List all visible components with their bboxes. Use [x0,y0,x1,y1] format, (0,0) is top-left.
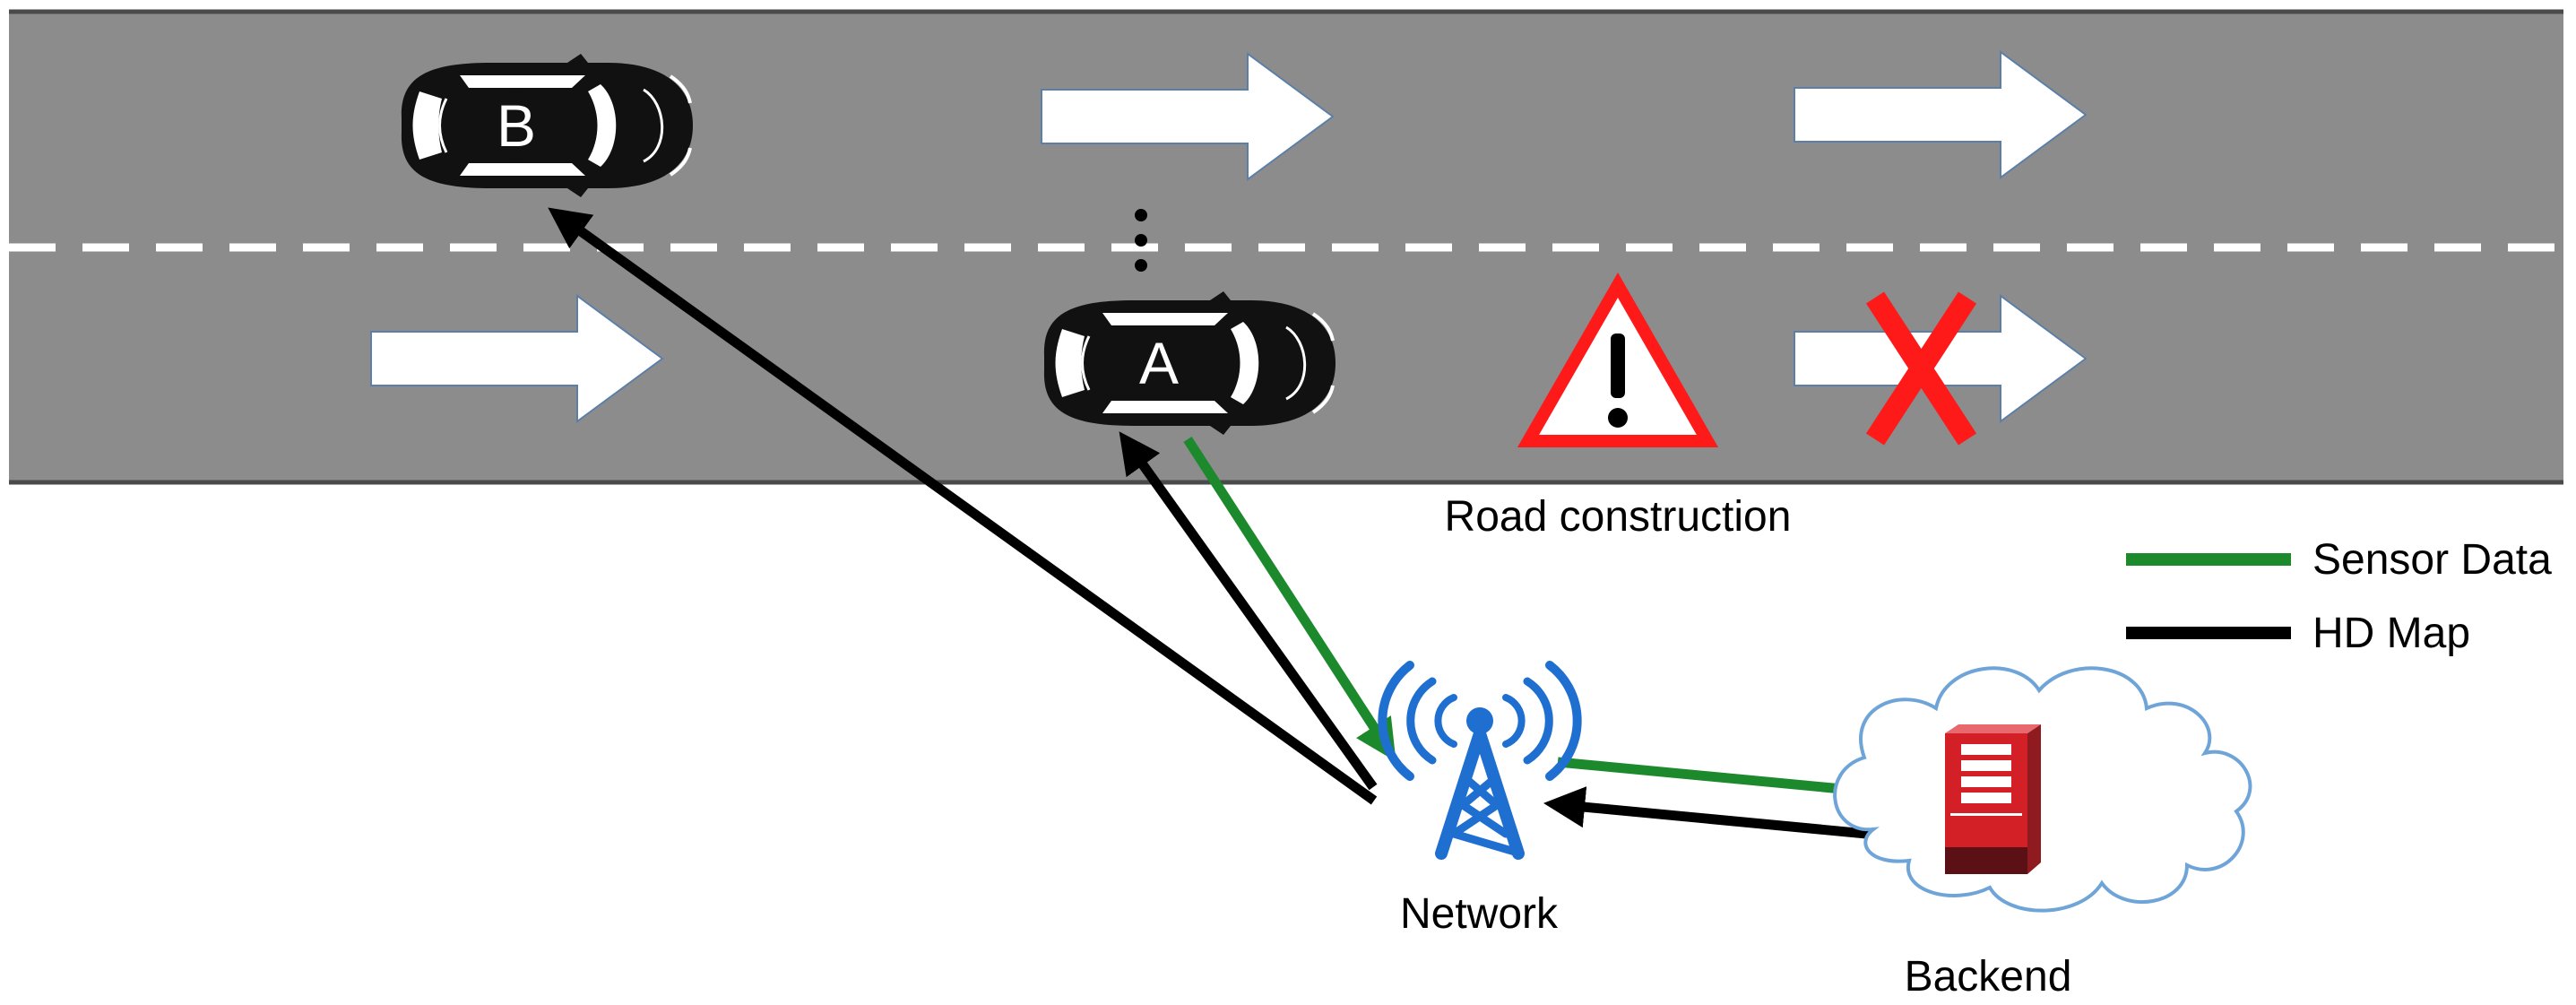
sensor-data-arrow-a-to-network [1183,437,1396,762]
hd-map-arrow-network-to-a [1119,431,1378,791]
server-icon [1945,724,2041,874]
hazard-label: Road construction [1445,493,1792,541]
cloud-icon [1833,666,2252,913]
ellipsis-dots [1135,209,1147,272]
vehicle-b: B [399,52,695,199]
legend-label: HD Map [2312,610,2470,657]
legend: Sensor Data HD Map [2126,536,2552,657]
legend-item-sensor-data: Sensor Data [2126,536,2552,584]
network-node: Network [1378,661,1582,938]
lane-closed-x-icon [1865,291,1977,446]
legend-item-hd-map: HD Map [2126,610,2470,657]
vehicle-a-letter: A [1139,330,1179,396]
hd-map-arrow-backend-to-network [1543,786,1915,844]
backend-label: Backend [1905,953,2072,1001]
vehicle-b-letter: B [497,92,536,159]
cell-tower-icon [1378,661,1582,860]
hd-map-arrow-network-to-b [548,207,1378,805]
vehicle-a: A [1042,290,1337,437]
hazard-warning: Road construction [1445,272,1792,541]
legend-label: Sensor Data [2312,536,2552,584]
network-label: Network [1400,890,1559,938]
backend-node: Backend [1833,666,2252,1001]
exclamation-icon [1611,334,1625,398]
